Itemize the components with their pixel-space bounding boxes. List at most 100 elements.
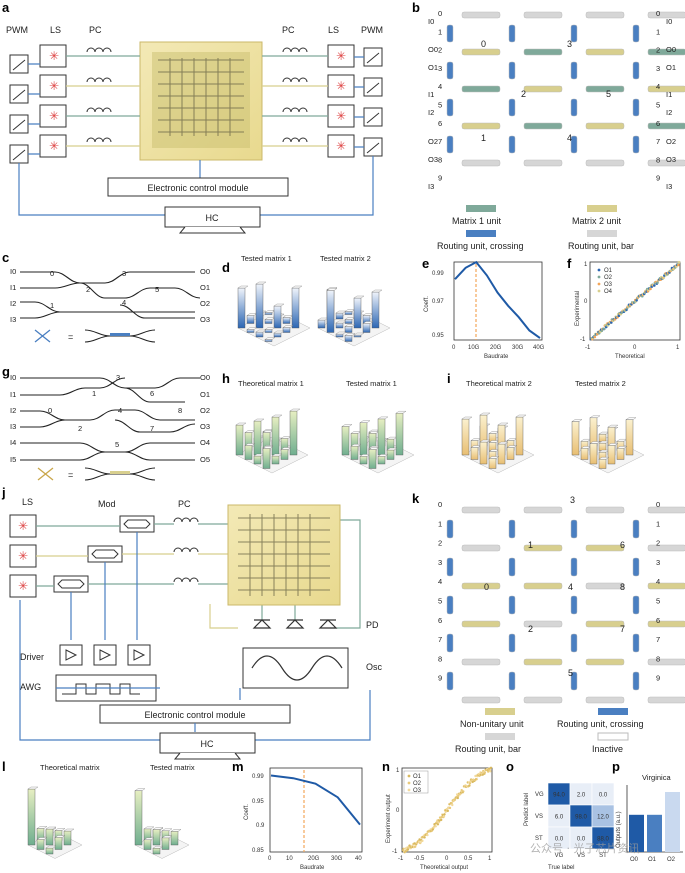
i1-bar xyxy=(479,441,488,465)
o-cell-value: 0.0 xyxy=(577,837,586,843)
b-left-num: 5 xyxy=(438,101,442,110)
b-left-num: 1 xyxy=(438,27,442,36)
panel-label-b: b xyxy=(412,0,420,15)
h2-bar xyxy=(395,413,404,456)
k-grid-hseg xyxy=(647,620,685,628)
panel-i-bars xyxy=(461,412,645,474)
p-bar xyxy=(647,814,662,852)
k-grid-vseg xyxy=(570,557,578,577)
b-grid-hseg xyxy=(523,11,563,19)
f-ytick-0: 1 xyxy=(584,262,588,268)
e-series-line xyxy=(454,260,541,339)
e-xtick-0: 0 xyxy=(452,345,456,351)
pwm-left-label: PWM xyxy=(6,25,28,35)
panel-d: d Tested matrix 1 Tested matrix 2 xyxy=(222,254,391,347)
f-point xyxy=(649,287,652,291)
g-outputs: O0 O1 O2 O3 O4 O5 xyxy=(200,373,210,464)
n-point xyxy=(434,825,437,828)
h2-bar xyxy=(377,418,386,456)
c-out-2: O2 xyxy=(200,299,210,308)
d1-bar-top xyxy=(255,329,267,333)
watermark: 公众号 · 光子芯片资讯 xyxy=(530,841,640,855)
f-ylabel: Experimental xyxy=(575,291,581,326)
b-grid-hseg xyxy=(585,122,625,130)
i2-bar-top xyxy=(607,443,619,446)
g-out-2: O2 xyxy=(200,406,210,415)
mesh-4x4 xyxy=(20,271,201,319)
b-left-io: O0 xyxy=(428,45,438,54)
n-point xyxy=(421,839,424,843)
l-title-1: Theoretical matrix xyxy=(40,763,100,772)
legend-crossing-swatch xyxy=(466,230,496,237)
h1-bar-top xyxy=(280,436,292,439)
d1-bar-top xyxy=(282,325,294,328)
legend-matrix2: Matrix 2 unit xyxy=(572,216,622,226)
d2-bar-top xyxy=(362,313,374,316)
g-unit-1: 1 xyxy=(92,389,96,398)
l1-bar-top xyxy=(36,837,48,840)
panel-label-c: c xyxy=(2,250,9,265)
n-point xyxy=(489,766,493,769)
i1-bar xyxy=(515,416,524,456)
f-ytick-2: -1 xyxy=(580,337,586,343)
o-xlabel: True label xyxy=(548,865,574,871)
l2-bar xyxy=(143,839,152,850)
b-left-num: 3 xyxy=(438,64,442,73)
e-xtick-1: 10G xyxy=(468,345,480,351)
k-unit-num: 1 xyxy=(528,540,533,550)
b-grid-hseg xyxy=(585,11,625,19)
l2-bar-top xyxy=(143,826,155,830)
j-pc-coils xyxy=(173,517,199,583)
d1-bar-top xyxy=(246,313,258,316)
k-grid-hseg xyxy=(585,620,625,628)
svg-text:✳: ✳ xyxy=(336,139,346,153)
h1-bar-top xyxy=(271,414,283,418)
panel-a: a PWM LS PC PC LS PWM ✳ ✳ ✳ ✳ xyxy=(2,0,383,234)
m-xlabel: Baudrate xyxy=(300,865,325,871)
b-left-num: 6 xyxy=(438,119,442,128)
p-xtick-1: O1 xyxy=(648,857,657,863)
d2-bar xyxy=(362,323,371,333)
k-grid-vseg xyxy=(570,519,578,539)
b-right-io: I3 xyxy=(666,182,672,191)
b-grid-vseg xyxy=(570,61,578,80)
b-right-io: I0 xyxy=(666,17,672,26)
pwm-left-stack xyxy=(9,54,29,164)
j-mod-label: Mod xyxy=(98,499,116,509)
k-grid-hseg xyxy=(461,696,501,704)
l2-bar-top xyxy=(134,788,146,791)
m-series-line xyxy=(270,774,361,826)
e-xtick-2: 20G xyxy=(490,345,502,351)
l2-bar-top xyxy=(152,827,164,830)
legend-matrix1: Matrix 1 unit xyxy=(452,216,502,226)
g-in-5: I5 xyxy=(10,455,16,464)
k-left-num: 6 xyxy=(438,616,442,625)
j-ls-label: LS xyxy=(22,497,33,507)
o-cell-value: 2.0 xyxy=(577,793,586,799)
i1-bar-top xyxy=(479,439,491,443)
d1-bar-top xyxy=(237,285,249,289)
e-ytick-2: 0.95 xyxy=(432,333,444,339)
k-grid-vseg xyxy=(446,595,454,615)
d1-bar xyxy=(273,332,282,338)
d2-bar-top xyxy=(371,289,383,293)
c-out-0: O0 xyxy=(200,267,210,276)
b-grid-hseg xyxy=(523,122,563,130)
g-unit-numbers: 3 1 6 0 4 8 2 7 5 xyxy=(48,373,182,449)
legend-nonunitary-swatch xyxy=(485,708,515,715)
k-left-num: 3 xyxy=(438,558,442,567)
n-ytick-2: -1 xyxy=(392,849,398,855)
i2-bar-top xyxy=(616,439,628,442)
p-title: Virginica xyxy=(642,773,671,782)
f-point xyxy=(593,335,597,339)
b-unit-num: 3 xyxy=(567,39,572,49)
panel-label-h: h xyxy=(222,371,230,386)
h1-bar-top xyxy=(280,447,292,450)
f-point xyxy=(656,281,659,284)
h2-bar xyxy=(368,449,377,469)
panel-label-f: f xyxy=(567,256,572,271)
b-grid-hseg xyxy=(461,48,501,56)
c-unit-2: 2 xyxy=(86,285,90,294)
b-left-num: 7 xyxy=(438,137,442,146)
i1-bar-top xyxy=(497,441,509,445)
